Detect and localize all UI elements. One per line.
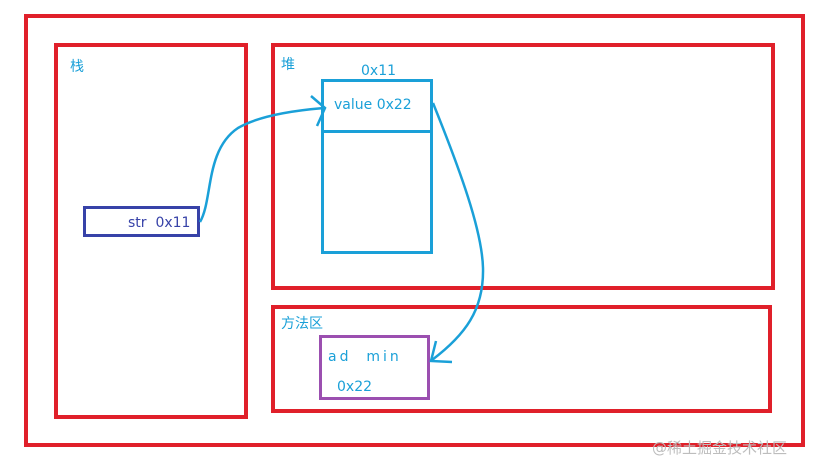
value-field-text: value 0x22 bbox=[334, 97, 412, 113]
method-area-label: 方法区 bbox=[281, 316, 323, 332]
stack-area bbox=[54, 43, 248, 419]
object-divider bbox=[321, 130, 433, 133]
heap-area bbox=[271, 43, 775, 290]
string-object-box bbox=[321, 79, 433, 254]
string-constant-box bbox=[319, 335, 430, 400]
stack-label: 栈 bbox=[70, 59, 84, 75]
stack-to-heap-arrowhead bbox=[310, 95, 327, 127]
heap-to-method-arrowhead bbox=[429, 340, 453, 364]
heap-label: 堆 bbox=[281, 57, 295, 73]
stack-to-heap-arrow bbox=[198, 106, 325, 223]
jvm-memory-frame bbox=[24, 14, 805, 447]
watermark: @稀土掘金技术社区 bbox=[652, 439, 788, 457]
heap-to-method-arrow bbox=[431, 102, 485, 361]
string-constant-address: 0x22 bbox=[337, 379, 373, 395]
method-area bbox=[271, 305, 772, 413]
str-reference-text: str 0x11 bbox=[128, 215, 191, 231]
object-address: 0x11 bbox=[361, 63, 397, 79]
str-reference-box bbox=[83, 206, 200, 237]
string-constant-value: ad min bbox=[328, 349, 402, 365]
